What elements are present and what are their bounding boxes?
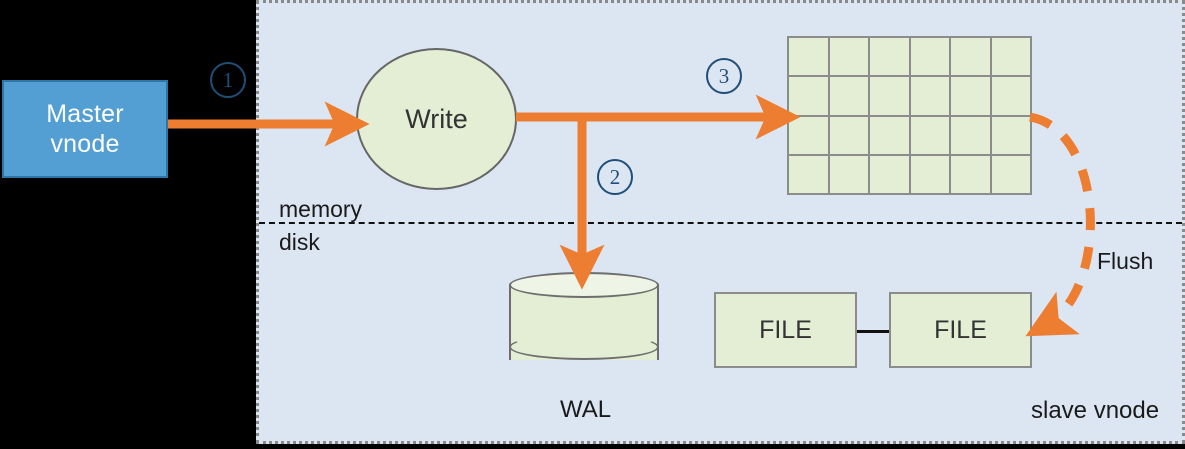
grid-cell	[789, 38, 828, 76]
grid-cell	[829, 116, 868, 154]
slave-vnode-label: slave vnode	[1031, 397, 1160, 424]
grid-cell	[870, 77, 909, 115]
step-number-1: 1	[210, 62, 246, 98]
grid-cell	[829, 155, 868, 193]
flush-label: Flush	[1097, 248, 1154, 274]
wal-cylinder[interactable]	[509, 272, 659, 372]
file-box-1[interactable]: FILE	[714, 292, 857, 368]
wal-label: WAL	[560, 396, 612, 423]
grid-cell	[789, 116, 828, 154]
file-box-2-label: FILE	[934, 315, 987, 344]
step-number-2: 2	[597, 159, 633, 195]
grid-cell	[829, 38, 868, 76]
file-box-1-label: FILE	[759, 315, 812, 344]
memory-block-grid	[787, 36, 1032, 195]
grid-cell	[991, 77, 1030, 115]
grid-cell	[870, 38, 909, 76]
cylinder-top	[509, 272, 659, 298]
grid-cell	[829, 77, 868, 115]
grid-cell	[991, 116, 1030, 154]
file-connector-line	[857, 330, 889, 333]
grid-cell	[870, 116, 909, 154]
grid-cell	[951, 38, 990, 76]
grid-cell	[910, 77, 949, 115]
step-number-3: 3	[706, 58, 742, 94]
cylinder-bottom	[509, 334, 659, 360]
write-node-label: Write	[405, 103, 468, 134]
grid-cell	[991, 155, 1030, 193]
master-vnode-label-line1: Master	[46, 99, 124, 128]
grid-cell	[951, 116, 990, 154]
disk-label: disk	[279, 229, 320, 255]
grid-cell	[789, 77, 828, 115]
grid-cell	[910, 155, 949, 193]
grid-cell	[991, 38, 1030, 76]
file-box-2[interactable]: FILE	[889, 292, 1032, 368]
grid-cell	[951, 155, 990, 193]
memory-label: memory	[279, 196, 363, 222]
master-vnode-label-line2: vnode	[50, 130, 120, 158]
memory-disk-divider	[259, 222, 1182, 224]
grid-cell	[910, 38, 949, 76]
grid-cell	[951, 77, 990, 115]
master-vnode-box[interactable]: Master vnode	[2, 80, 168, 178]
grid-cell	[910, 116, 949, 154]
grid-cell	[870, 155, 909, 193]
grid-cell	[789, 155, 828, 193]
write-node[interactable]: Write	[356, 48, 517, 190]
